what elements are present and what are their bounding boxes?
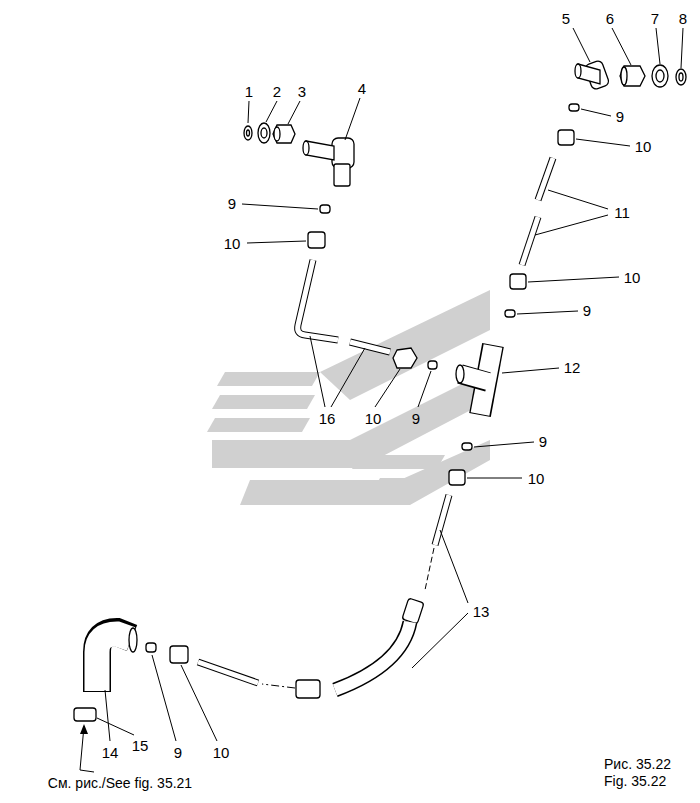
figure-caption: Рис. 35.22 Fig. 35.22	[604, 756, 690, 790]
callout-number: 16	[319, 411, 336, 426]
callout-number: 15	[132, 738, 149, 753]
callout-number: 8	[679, 11, 687, 26]
callout-number: 2	[273, 84, 281, 99]
callout-number: 9	[174, 745, 182, 760]
callout-number: 10	[624, 270, 641, 285]
callout-number: 1	[245, 84, 253, 99]
callout-number: 9	[616, 109, 624, 124]
callout-number: 9	[228, 196, 236, 211]
callout-number: 9	[412, 411, 420, 426]
callout-number: 13	[473, 604, 490, 619]
callout-number: 14	[102, 745, 119, 760]
callout-number: 10	[365, 411, 382, 426]
callout-number: 9	[539, 434, 547, 449]
callout-number: 11	[614, 205, 630, 220]
cross-reference-note: См. рис./See fig. 35.21	[48, 776, 192, 790]
callout-number: 4	[358, 81, 366, 96]
callout-number: 6	[606, 11, 614, 26]
callout-number: 5	[562, 11, 570, 26]
leader-lines	[80, 28, 683, 772]
callout-number: 12	[564, 360, 581, 375]
watermark-logo	[207, 290, 490, 505]
callout-number: 10	[528, 471, 545, 486]
callout-number: 3	[298, 84, 306, 99]
callout-number: 7	[651, 11, 659, 26]
callout-number: 10	[224, 236, 241, 251]
callout-number: 10	[213, 745, 230, 760]
callout-number: 9	[583, 303, 591, 318]
callout-number: 10	[635, 139, 652, 154]
